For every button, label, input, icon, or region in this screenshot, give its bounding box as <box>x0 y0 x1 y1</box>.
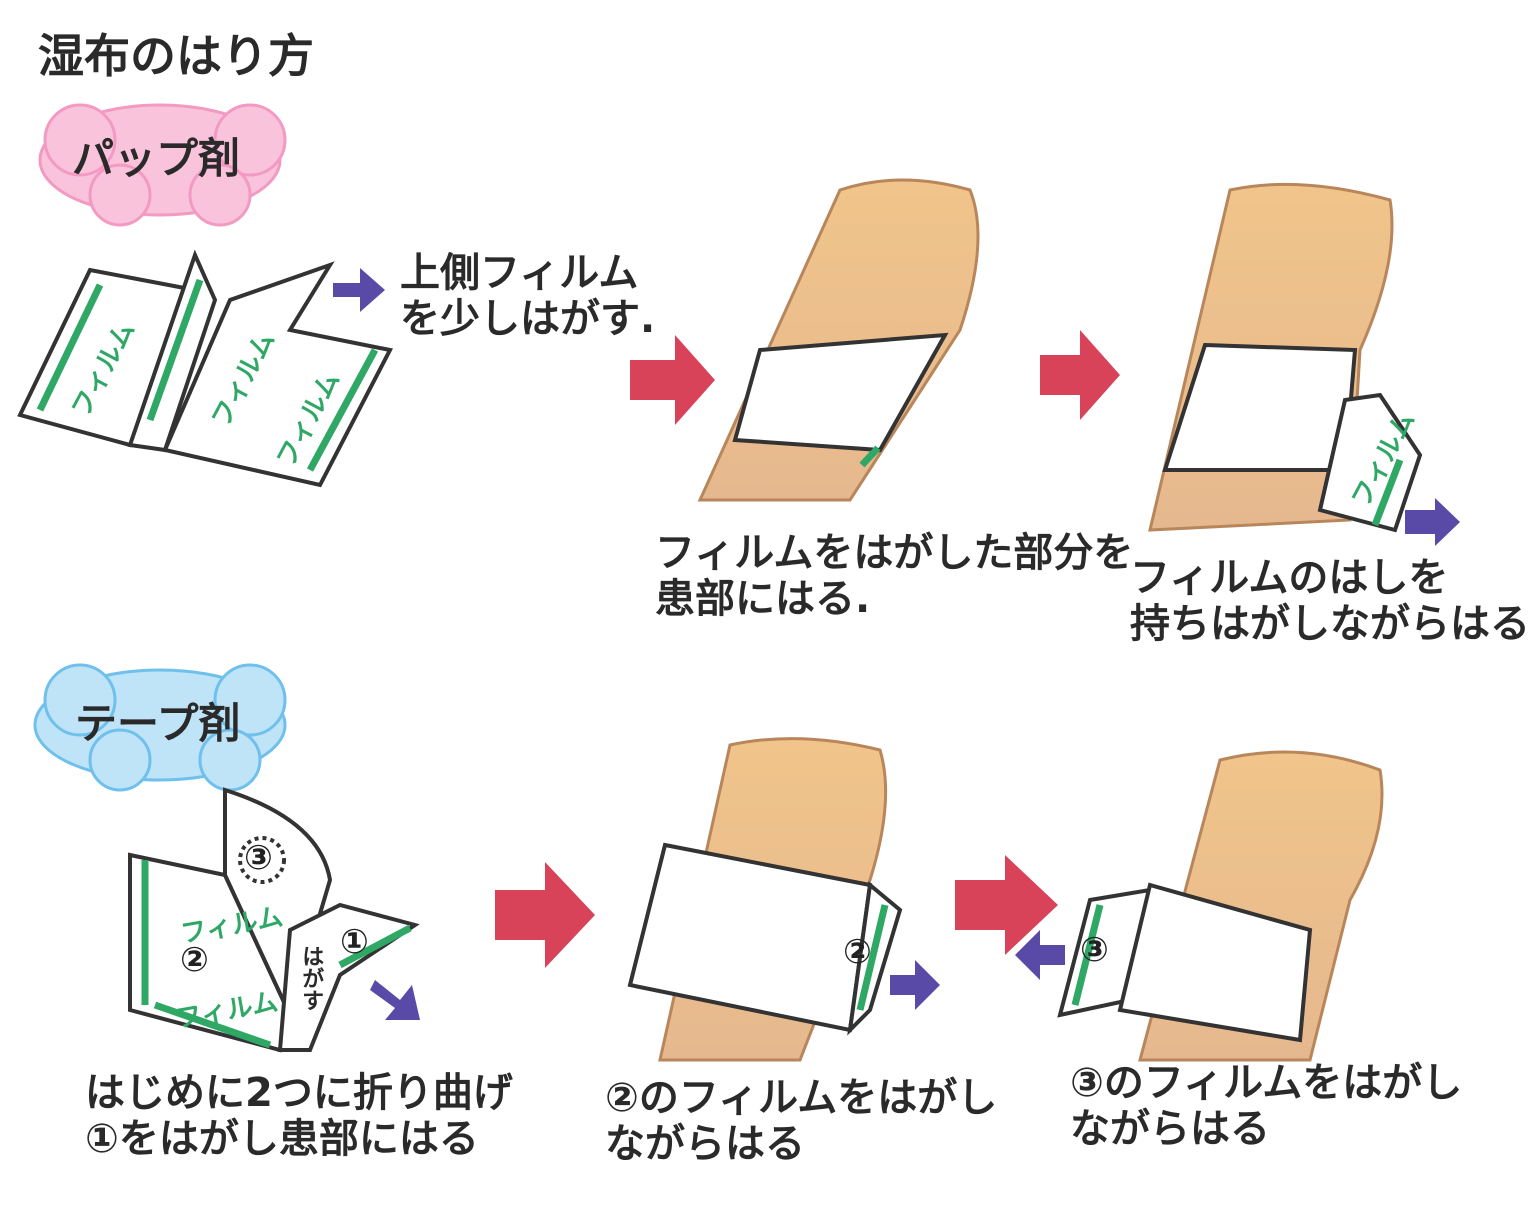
tape-cloud <box>33 663 287 792</box>
marker-2: ② <box>843 932 872 972</box>
tape-step1-caption: はじめに2つに折り曲げ ①をはがし患部にはる <box>85 1070 513 1162</box>
pap-cloud <box>38 103 287 227</box>
caption-line: を少しはがす. <box>400 296 656 342</box>
marker-3: ③ <box>244 838 273 878</box>
pap-step1-caption: 上側フィルム を少しはがす. <box>400 250 655 342</box>
red-arrows <box>495 330 1120 968</box>
purple-arrow-icon <box>1015 930 1065 980</box>
pap-label: パップ剤 <box>72 134 241 183</box>
pap-sheet-folded <box>17 249 393 488</box>
marker-3: ③ <box>1080 930 1109 970</box>
purple-arrows <box>333 268 1460 1020</box>
tape-step3-caption: ③のフィルムをはがし ながらはる <box>1070 1060 1462 1152</box>
caption-line: ③のフィルムをはがし <box>1070 1060 1463 1106</box>
purple-arrow-icon <box>333 268 385 312</box>
marker-2: ② <box>180 940 209 980</box>
purple-arrow-icon <box>370 980 420 1020</box>
caption-line: フィルムのはしを <box>1130 555 1449 601</box>
arm-pap-3 <box>1148 182 1423 533</box>
caption-line: フィルムをはがした部分を <box>655 530 1134 576</box>
red-arrow-icon <box>1040 330 1120 420</box>
tape-label: テープ剤 <box>75 699 241 748</box>
purple-arrow-icon <box>890 960 940 1010</box>
arm-tape-3 <box>1057 750 1384 1062</box>
arm-tape-2 <box>627 737 903 1062</box>
caption-line: 持ちはがしながらはる <box>1130 601 1530 647</box>
page-title: 湿布のはり方 <box>38 29 314 83</box>
marker-1: ① <box>340 922 369 962</box>
caption-line: 患部にはる. <box>655 576 871 622</box>
caption-line: 上側フィルム <box>400 250 639 296</box>
arm-pap-2 <box>697 178 980 502</box>
caption-line: ながらはる <box>1070 1106 1270 1152</box>
pap-step2-caption: フィルムをはがした部分を 患部にはる. <box>655 530 1133 622</box>
caption-line: はじめに2つに折り曲げ <box>85 1070 513 1116</box>
tape-sheet-folded <box>128 787 420 1053</box>
pap-step3-caption: フィルムのはしを 持ちはがしながらはる <box>1130 555 1530 647</box>
caption-line: ①をはがし患部にはる <box>85 1116 479 1162</box>
red-arrow-icon <box>495 862 595 968</box>
tape-step2-caption: ②のフィルムをはがし ながらはる <box>605 1075 997 1167</box>
caption-line: ながらはる <box>605 1121 805 1167</box>
caption-line: ②のフィルムをはがし <box>605 1075 998 1121</box>
peel-label: はがす <box>298 945 324 1011</box>
purple-arrow-icon <box>1405 498 1460 546</box>
red-arrow-icon <box>630 335 715 425</box>
red-arrow-icon <box>955 855 1058 955</box>
